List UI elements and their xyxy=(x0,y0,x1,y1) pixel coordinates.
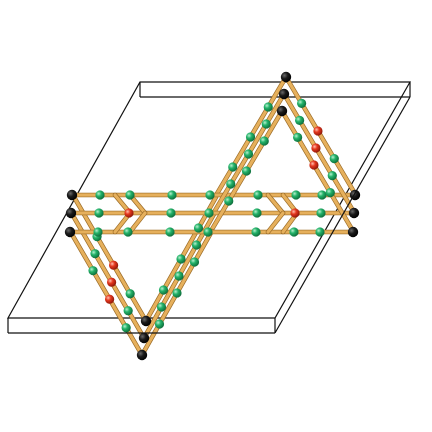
bond-network xyxy=(67,74,360,358)
atom-green xyxy=(261,119,271,129)
atom-green xyxy=(95,190,105,200)
atom-green xyxy=(224,196,234,206)
atom-green xyxy=(88,266,98,276)
atom-black xyxy=(65,207,77,219)
atom-black xyxy=(276,105,288,117)
atom-green xyxy=(165,227,175,237)
atom-green xyxy=(317,190,327,200)
unit-cell-back xyxy=(6,81,412,319)
atom-green xyxy=(291,190,301,200)
bond xyxy=(284,75,359,199)
atom-green xyxy=(174,271,184,281)
atom-green xyxy=(93,227,103,237)
atom-green xyxy=(125,289,135,299)
atom-green xyxy=(241,166,252,176)
atom-black xyxy=(278,88,290,100)
bond xyxy=(70,212,146,340)
atom-green xyxy=(123,306,133,316)
atom-green xyxy=(325,188,335,198)
atom-green xyxy=(251,227,261,237)
bond xyxy=(266,193,285,215)
atom-green xyxy=(253,190,263,200)
atom-green xyxy=(203,227,213,237)
atom-green xyxy=(204,208,214,218)
atom-black xyxy=(280,71,292,83)
atom-green xyxy=(167,190,177,200)
atom-green xyxy=(297,98,307,108)
bond xyxy=(72,195,148,323)
atom-green xyxy=(121,323,131,333)
atom-black xyxy=(138,332,150,344)
atom-green xyxy=(295,115,305,125)
atom-red xyxy=(109,260,119,270)
atom-green xyxy=(193,223,204,233)
atom-green xyxy=(259,136,269,146)
atom-red xyxy=(313,126,323,136)
atom-green xyxy=(123,227,133,237)
atom-green xyxy=(191,240,202,250)
atom-green xyxy=(245,132,256,142)
atom-green xyxy=(243,149,254,159)
atom-red xyxy=(290,208,300,218)
bond xyxy=(128,211,147,234)
atom-green xyxy=(205,190,215,200)
atom-green xyxy=(90,249,100,259)
atom-green xyxy=(94,208,104,218)
atom-green xyxy=(293,132,303,142)
atom-black xyxy=(66,189,78,201)
atom-green xyxy=(166,208,176,218)
atom-green xyxy=(252,208,262,218)
bond xyxy=(68,229,144,357)
atom-green xyxy=(156,302,167,312)
atom-green xyxy=(228,162,238,172)
atom-green xyxy=(158,285,169,295)
atom-green xyxy=(176,254,186,264)
atom-green xyxy=(189,257,200,267)
atom-red xyxy=(311,143,321,153)
atom-green xyxy=(316,208,326,218)
atom-black xyxy=(64,226,76,238)
atom-black xyxy=(347,226,359,238)
atom-black xyxy=(140,315,152,327)
bond xyxy=(280,109,355,233)
bond xyxy=(266,211,285,234)
atom-green xyxy=(154,319,165,329)
cell-edge xyxy=(274,96,411,334)
bond xyxy=(282,92,357,216)
atom-green xyxy=(263,102,273,112)
atom-black xyxy=(348,207,360,219)
atom-green xyxy=(329,154,339,164)
atom-green xyxy=(289,227,299,237)
unit-cell-front xyxy=(7,82,411,334)
atom-layer xyxy=(64,71,361,361)
atom-red xyxy=(105,294,115,304)
atom-green xyxy=(226,179,236,189)
atom-green xyxy=(315,227,325,237)
atom-black xyxy=(136,349,148,361)
atom-green xyxy=(172,288,182,298)
atom-red xyxy=(107,277,117,287)
atom-green xyxy=(327,171,337,181)
atom-red xyxy=(124,208,134,218)
cell-top-face xyxy=(6,81,412,319)
atom-red xyxy=(309,160,319,170)
atom-green xyxy=(125,190,135,200)
